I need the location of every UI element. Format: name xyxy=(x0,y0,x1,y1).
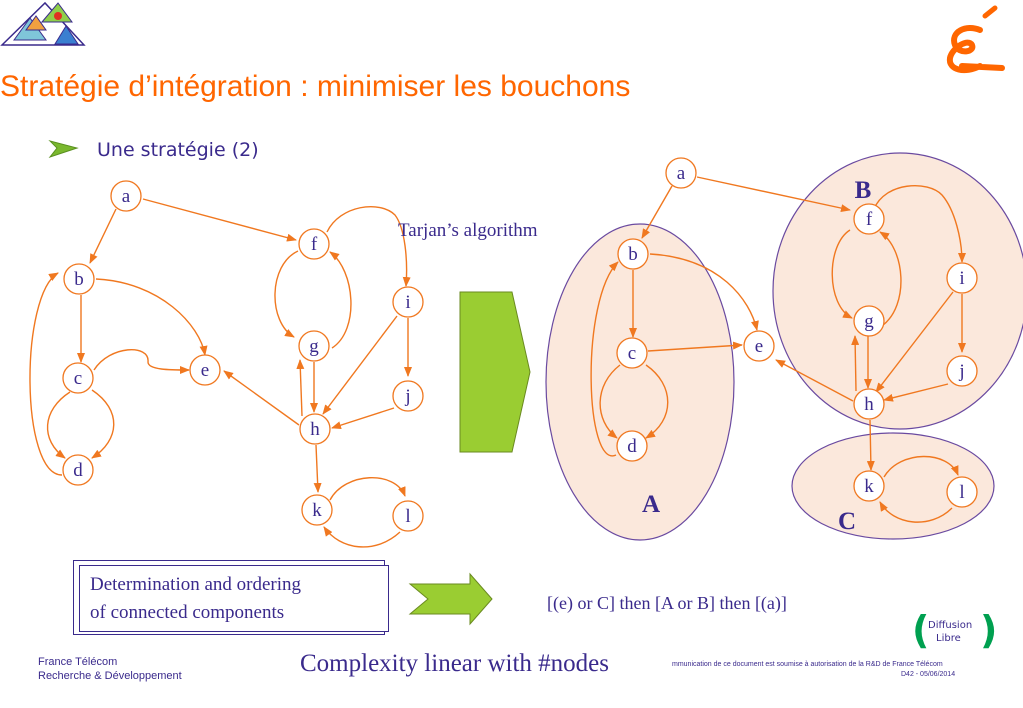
component-clusters xyxy=(545,152,1023,541)
right-label-a: a xyxy=(677,163,686,184)
right-label-b: b xyxy=(628,244,638,265)
left-node-j xyxy=(392,380,424,412)
right-node-i xyxy=(946,262,978,294)
right-label-i: i xyxy=(959,268,964,289)
left-label-j: j xyxy=(404,386,410,407)
right-node-k xyxy=(853,470,885,502)
left-node-k xyxy=(301,494,333,526)
right-label-e: e xyxy=(755,336,763,357)
left-label-l: l xyxy=(405,506,410,527)
determination-box: Determination and ordering of connected … xyxy=(73,560,389,635)
right-node-b xyxy=(617,238,649,270)
right-graph-nodes xyxy=(616,157,978,508)
arrow-bullet-icon xyxy=(48,140,79,158)
right-label-g: g xyxy=(864,311,874,332)
component-label-B: B xyxy=(855,177,872,204)
right-node-h xyxy=(853,388,885,420)
right-node-g xyxy=(853,305,885,337)
transform-arrow xyxy=(459,291,531,453)
footer-org-line-1: France Télécom xyxy=(38,656,118,668)
diffusion-label-1: Diffusion xyxy=(928,620,973,631)
right-label-k: k xyxy=(864,476,874,497)
diffusion-badge: ( Diffusion Libre ) xyxy=(912,608,997,654)
left-graph xyxy=(29,198,412,548)
left-paren-icon: ( xyxy=(912,608,930,652)
right-node-l xyxy=(946,476,978,508)
cluster-C xyxy=(791,432,995,540)
cluster-A xyxy=(545,223,735,541)
right-node-e xyxy=(743,330,775,362)
right-node-j xyxy=(946,355,978,387)
left-node-d xyxy=(62,454,94,486)
bullet-text: Une stratégie (2) xyxy=(97,139,259,161)
right-paren-icon: ) xyxy=(980,608,998,652)
left-graph-nodes xyxy=(62,180,424,532)
right-label-j: j xyxy=(958,361,964,382)
footer-legal-line-2: D42 - 05/06/2014 xyxy=(901,671,956,678)
left-node-l xyxy=(392,500,424,532)
result-arrow xyxy=(408,572,493,626)
right-node-a xyxy=(665,157,697,189)
left-label-d: d xyxy=(73,460,83,481)
left-label-f: f xyxy=(311,234,318,255)
left-node-g xyxy=(298,330,330,362)
left-node-i xyxy=(392,286,424,318)
left-node-a xyxy=(110,180,142,212)
left-node-c xyxy=(62,362,94,394)
footer-legal-line-1: mmunication de ce document est soumise à… xyxy=(672,661,943,668)
left-label-i: i xyxy=(405,292,410,313)
right-label-d: d xyxy=(627,436,637,457)
right-node-d xyxy=(616,430,648,462)
france-telecom-logo-icon xyxy=(946,5,1005,74)
left-label-a: a xyxy=(122,186,131,207)
right-label-f: f xyxy=(866,209,873,230)
right-node-c xyxy=(616,337,648,369)
right-label-l: l xyxy=(959,482,964,503)
component-labels: A B C xyxy=(642,177,871,535)
component-label-A: A xyxy=(642,491,660,518)
determination-inner-box: Determination and ordering of connected … xyxy=(79,565,389,632)
right-graph xyxy=(590,176,966,523)
pyramid-logo-icon xyxy=(0,1,86,46)
footer-org-line-2: Recherche & Développement xyxy=(38,670,182,682)
slide-title: Stratégie d’intégration : minimiser les … xyxy=(0,70,631,103)
left-node-b xyxy=(63,263,95,295)
determination-line-2: of connected components xyxy=(90,602,285,623)
left-node-f xyxy=(298,228,330,260)
diffusion-label-2: Libre xyxy=(936,633,961,644)
tarjan-label: Tarjan’s algorithm xyxy=(398,220,538,241)
left-label-c: c xyxy=(74,368,82,389)
left-label-b: b xyxy=(74,269,84,290)
left-node-h xyxy=(299,413,331,445)
left-graph-labels: a b c d e f g h i j k l xyxy=(73,186,410,527)
right-node-f xyxy=(853,203,885,235)
left-label-g: g xyxy=(309,336,319,357)
cluster-B xyxy=(772,152,1023,430)
right-label-h: h xyxy=(864,394,874,415)
complexity-text: Complexity linear with #nodes xyxy=(300,650,609,677)
left-label-h: h xyxy=(310,419,320,440)
left-node-e xyxy=(189,354,221,386)
determination-line-1: Determination and ordering xyxy=(90,574,302,595)
left-label-e: e xyxy=(201,360,209,381)
right-graph-labels: a b c d e f g h i j k l xyxy=(627,163,964,503)
left-label-k: k xyxy=(312,500,322,521)
right-label-c: c xyxy=(628,343,636,364)
ordering-text: [(e) or C] then [A or B] then [(a)] xyxy=(547,593,787,613)
component-label-C: C xyxy=(838,508,856,535)
